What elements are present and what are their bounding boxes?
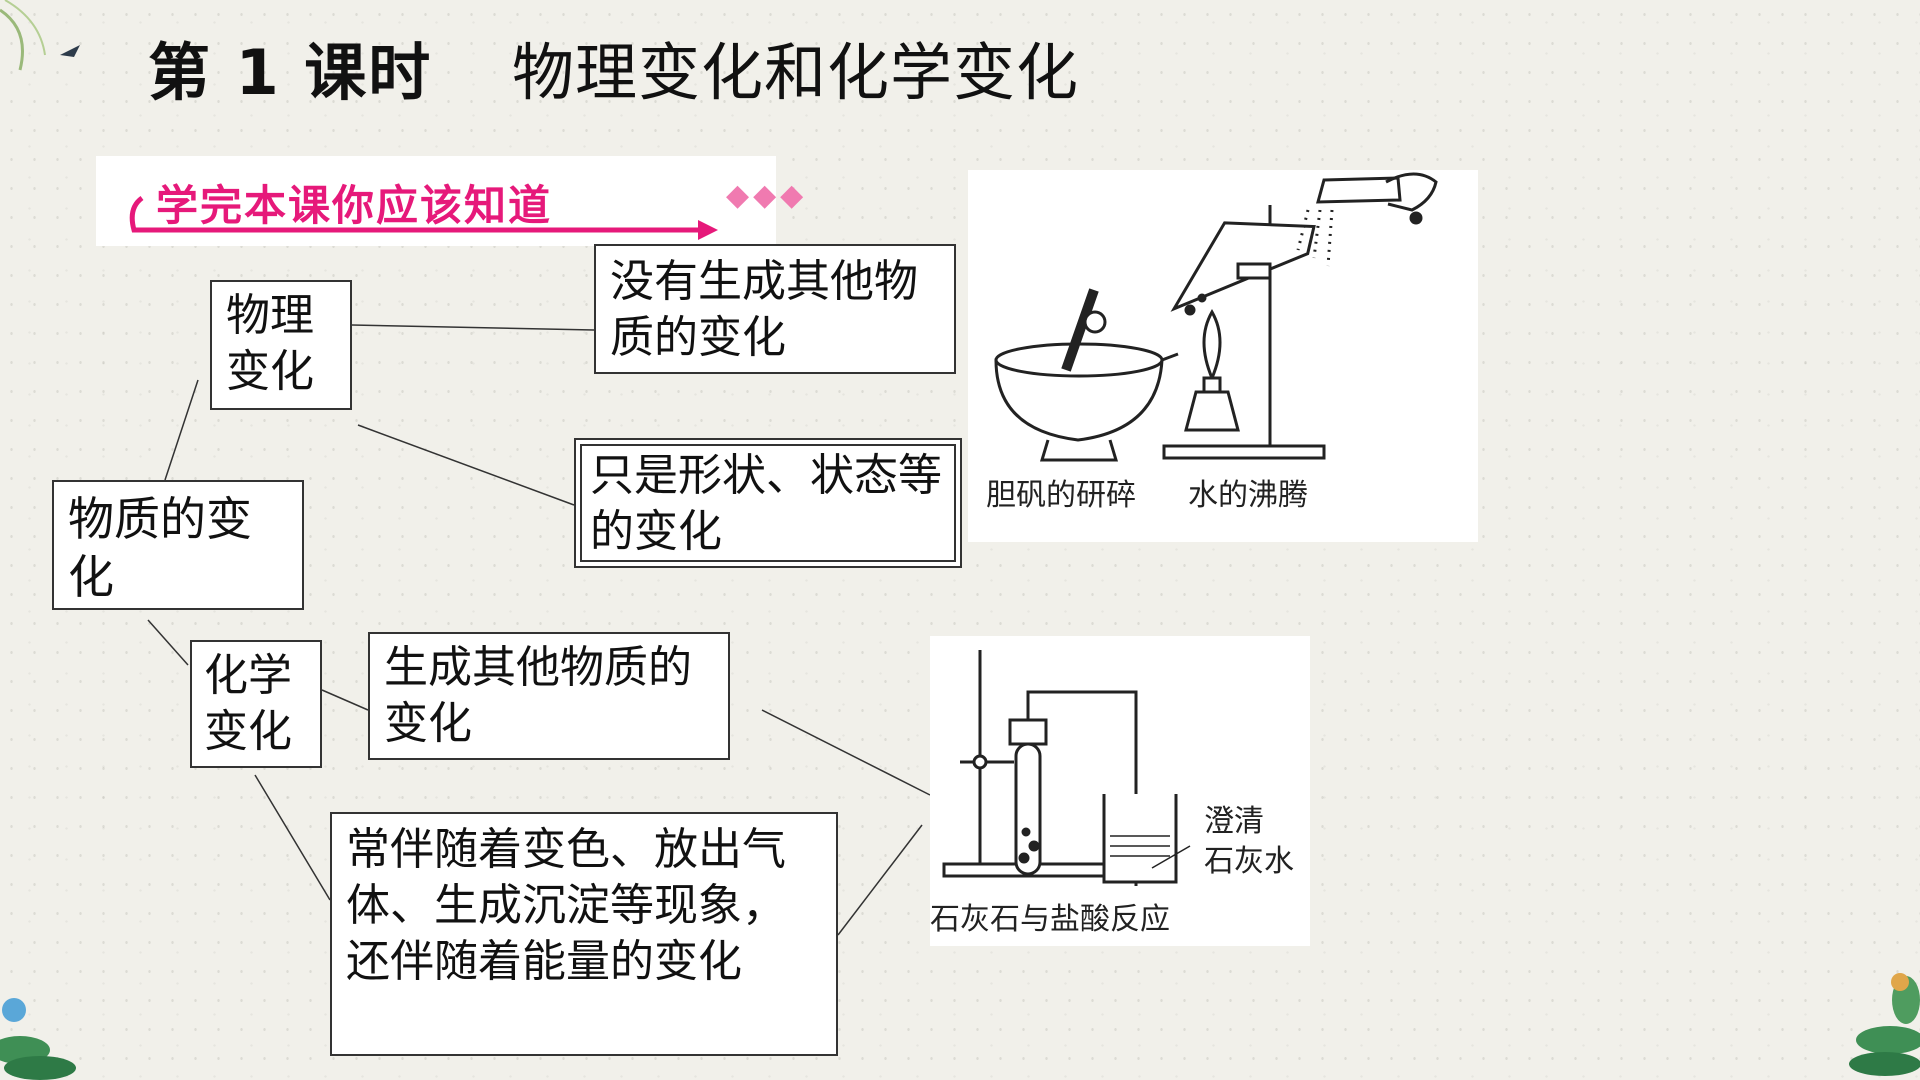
connector-root-chemical <box>147 619 189 666</box>
chemical-feature-text: 常伴随着变色、放出气体、生成沉淀等现象，还伴随着能量的变化 <box>346 824 786 987</box>
physical-change-box: 物理变化 <box>210 280 352 410</box>
connector-root-physical <box>164 379 199 481</box>
connector-physical-definition <box>351 324 595 331</box>
connector-chemical-figure-bottom <box>837 824 923 936</box>
chemical-change-text: 化学变化 <box>204 650 292 757</box>
root-node-text: 物质的变化 <box>68 492 252 604</box>
section-banner: 学完本课你应该知道 ◆◆◆ <box>96 156 803 246</box>
banner-arrow-icon <box>129 195 718 240</box>
caption-limewater-line1: 澄清 <box>1204 804 1264 839</box>
caption-boiling: 水的沸腾 <box>1188 478 1308 513</box>
physical-definition-text: 没有生成其他物质的变化 <box>610 256 918 363</box>
connector-chemical-figure-top <box>761 709 931 796</box>
chemical-change-box: 化学变化 <box>190 640 322 768</box>
root-node-box: 物质的变化 <box>52 480 304 610</box>
caption-limestone-reaction: 石灰石与盐酸反应 <box>930 902 1170 937</box>
physical-change-figure: 胆矾的研碎 水的沸腾 <box>968 170 1478 542</box>
topic-title: 物理变化和化学变化 <box>512 36 1080 109</box>
banner-diamonds-icon: ◆◆◆ <box>726 178 808 213</box>
physical-change-text: 物理变化 <box>226 290 314 397</box>
chemical-feature-box: 常伴随着变色、放出气体、生成沉淀等现象，还伴随着能量的变化 <box>330 812 838 1056</box>
lesson-title: 第 1 课时 <box>148 36 433 109</box>
connector-physical-feature <box>357 424 575 506</box>
banner-text: 学完本课你应该知道 <box>156 181 553 230</box>
chemical-change-figure: 澄清 石灰水 石灰石与盐酸反应 <box>930 636 1310 946</box>
boiling-apparatus-icon <box>1162 205 1326 460</box>
decorative-leaves-top-left <box>0 0 88 71</box>
physical-feature-box: 只是形状、状态等的变化 <box>574 438 962 568</box>
connector-chemical-definition <box>321 689 369 711</box>
connector-chemical-feature <box>254 774 331 901</box>
physical-definition-box: 没有生成其他物质的变化 <box>594 244 956 374</box>
decorative-plant-bottom-left <box>0 998 76 1080</box>
chemical-definition-box: 生成其他物质的变化 <box>368 632 730 760</box>
decorative-plant-bottom-right <box>1849 973 1920 1076</box>
caption-limewater-line2: 石灰水 <box>1204 844 1294 879</box>
physical-feature-text: 只是形状、状态等的变化 <box>590 450 942 557</box>
caption-grinding: 胆矾的研碎 <box>986 478 1136 513</box>
hand-pouring-icon <box>1296 172 1438 267</box>
limestone-reaction-apparatus-icon <box>942 650 1191 886</box>
chemical-definition-text: 生成其他物质的变化 <box>384 642 692 749</box>
mortar-pestle-icon <box>994 288 1179 462</box>
bird-icon <box>60 45 88 59</box>
